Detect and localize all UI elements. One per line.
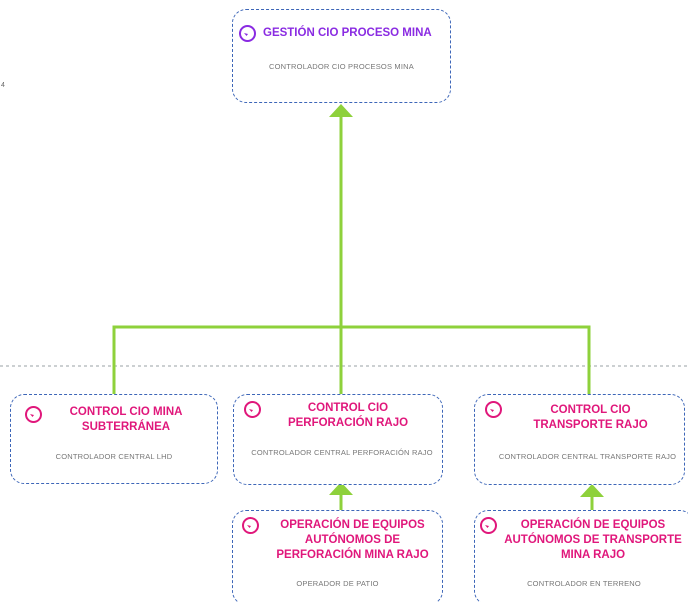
transporte-arrowhead bbox=[580, 484, 604, 497]
node-control-cio-transporte-rajo[interactable]: CONTROL CIO TRANSPORTE RAJO CONTROLADOR … bbox=[474, 394, 685, 485]
node-subtitle: CONTROLADOR EN TERRENO bbox=[527, 579, 641, 588]
root-arrowhead bbox=[329, 104, 353, 117]
perforacion-arrowhead bbox=[329, 482, 353, 495]
node-operacion-equipos-transporte[interactable]: OPERACIÓN DE EQUIPOS AUTÓNOMOS DE TRANSP… bbox=[474, 510, 688, 602]
checkmark-icon bbox=[480, 517, 497, 534]
node-subtitle: CONTROLADOR CIO PROCESOS MINA bbox=[269, 62, 414, 71]
node-subtitle: CONTROLADOR CENTRAL TRANSPORTE RAJO bbox=[498, 452, 677, 461]
branch-connector bbox=[112, 325, 591, 394]
node-subtitle: CONTROLADOR CENTRAL LHD bbox=[55, 452, 173, 461]
node-title: GESTIÓN CIO PROCESO MINA bbox=[263, 27, 432, 39]
node-subtitle: OPERADOR DE PATIO bbox=[296, 579, 379, 588]
node-title: CONTROL CIO TRANSPORTE RAJO bbox=[533, 404, 648, 431]
checkmark-icon bbox=[244, 401, 261, 418]
checkmark-icon bbox=[25, 406, 42, 423]
node-title: OPERACIÓN DE EQUIPOS AUTÓNOMOS DE TRANSP… bbox=[504, 519, 682, 561]
node-title: CONTROL CIO MINA SUBTERRÁNEA bbox=[69, 406, 183, 433]
node-gestion-cio[interactable]: GESTIÓN CIO PROCESO MINA CONTROLADOR CIO… bbox=[232, 9, 451, 103]
node-title: CONTROL CIO PERFORACIÓN RAJO bbox=[287, 402, 409, 429]
node-subtitle: CONTROLADOR CENTRAL PERFORACIÓN RAJO bbox=[251, 448, 433, 457]
node-control-cio-perforacion-rajo[interactable]: CONTROL CIO PERFORACIÓN RAJO CONTROLADOR… bbox=[233, 394, 443, 485]
checkmark-icon bbox=[485, 401, 502, 418]
checkmark-icon bbox=[239, 25, 256, 42]
checkmark-icon bbox=[242, 517, 259, 534]
node-control-cio-mina-subterranea[interactable]: CONTROL CIO MINA SUBTERRÁNEA CONTROLADOR… bbox=[10, 394, 218, 484]
node-title: OPERACIÓN DE EQUIPOS AUTÓNOMOS DE PERFOR… bbox=[276, 519, 429, 561]
side-mark: 4 bbox=[1, 82, 5, 89]
node-operacion-equipos-perforacion[interactable]: OPERACIÓN DE EQUIPOS AUTÓNOMOS DE PERFOR… bbox=[232, 510, 443, 602]
